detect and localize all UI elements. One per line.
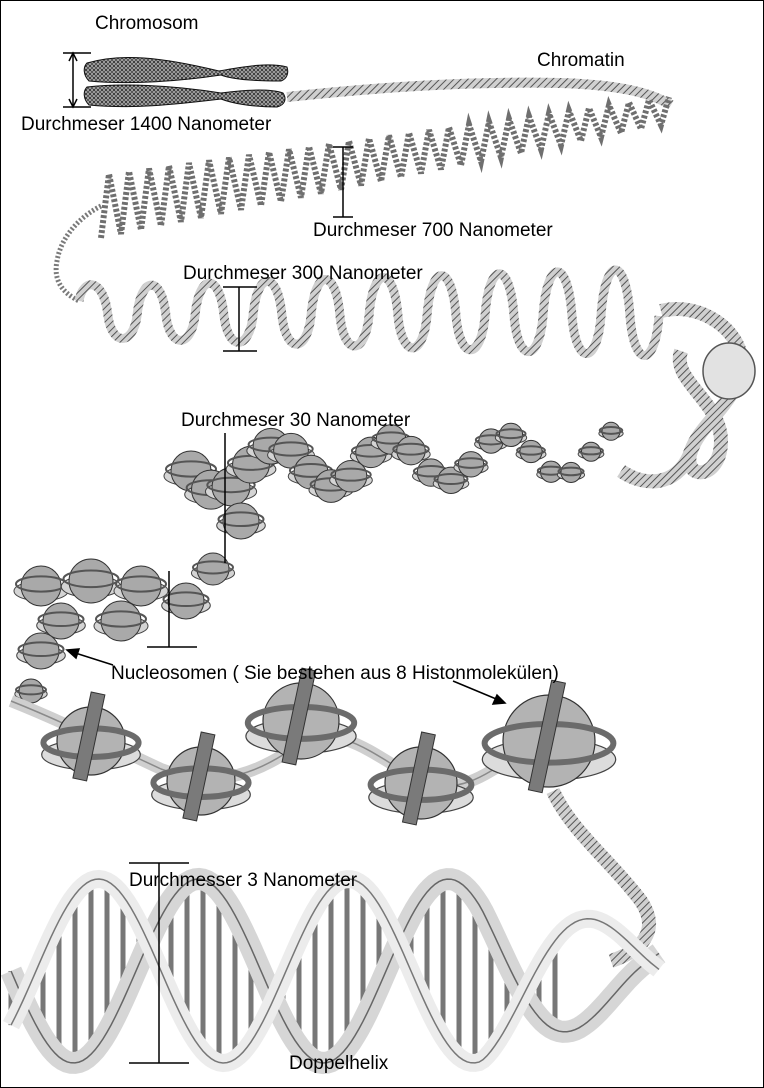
double-helix: [11, 879, 659, 1063]
label-doppelhelix: Doppelhelix: [289, 1054, 388, 1073]
label-durchmesser-3: Durchmesser 3 Nanometer: [129, 871, 357, 890]
label-durchmeser-700: Durchmeser 700 Nanometer: [313, 221, 553, 240]
label-durchmeser-300: Durchmeser 300 Nanometer: [183, 264, 423, 283]
nucleosome-chain: [11, 668, 616, 825]
label-durchmeser-30: Durchmeser 30 Nanometer: [181, 411, 410, 430]
chromatin-tail: [287, 83, 671, 105]
chromosome-shape: [84, 57, 288, 107]
label-chromatin: Chromatin: [537, 51, 625, 70]
label-durchmeser-1400: Durchmeser 1400 Nanometer: [21, 115, 271, 134]
label-chromosom: Chromosom: [95, 14, 198, 33]
fiber-loop-right: [621, 309, 755, 481]
solenoid-30: [164, 422, 623, 585]
label-nucleosomen: Nucleosomen ( Sie bestehen aus 8 Histonm…: [111, 664, 559, 683]
